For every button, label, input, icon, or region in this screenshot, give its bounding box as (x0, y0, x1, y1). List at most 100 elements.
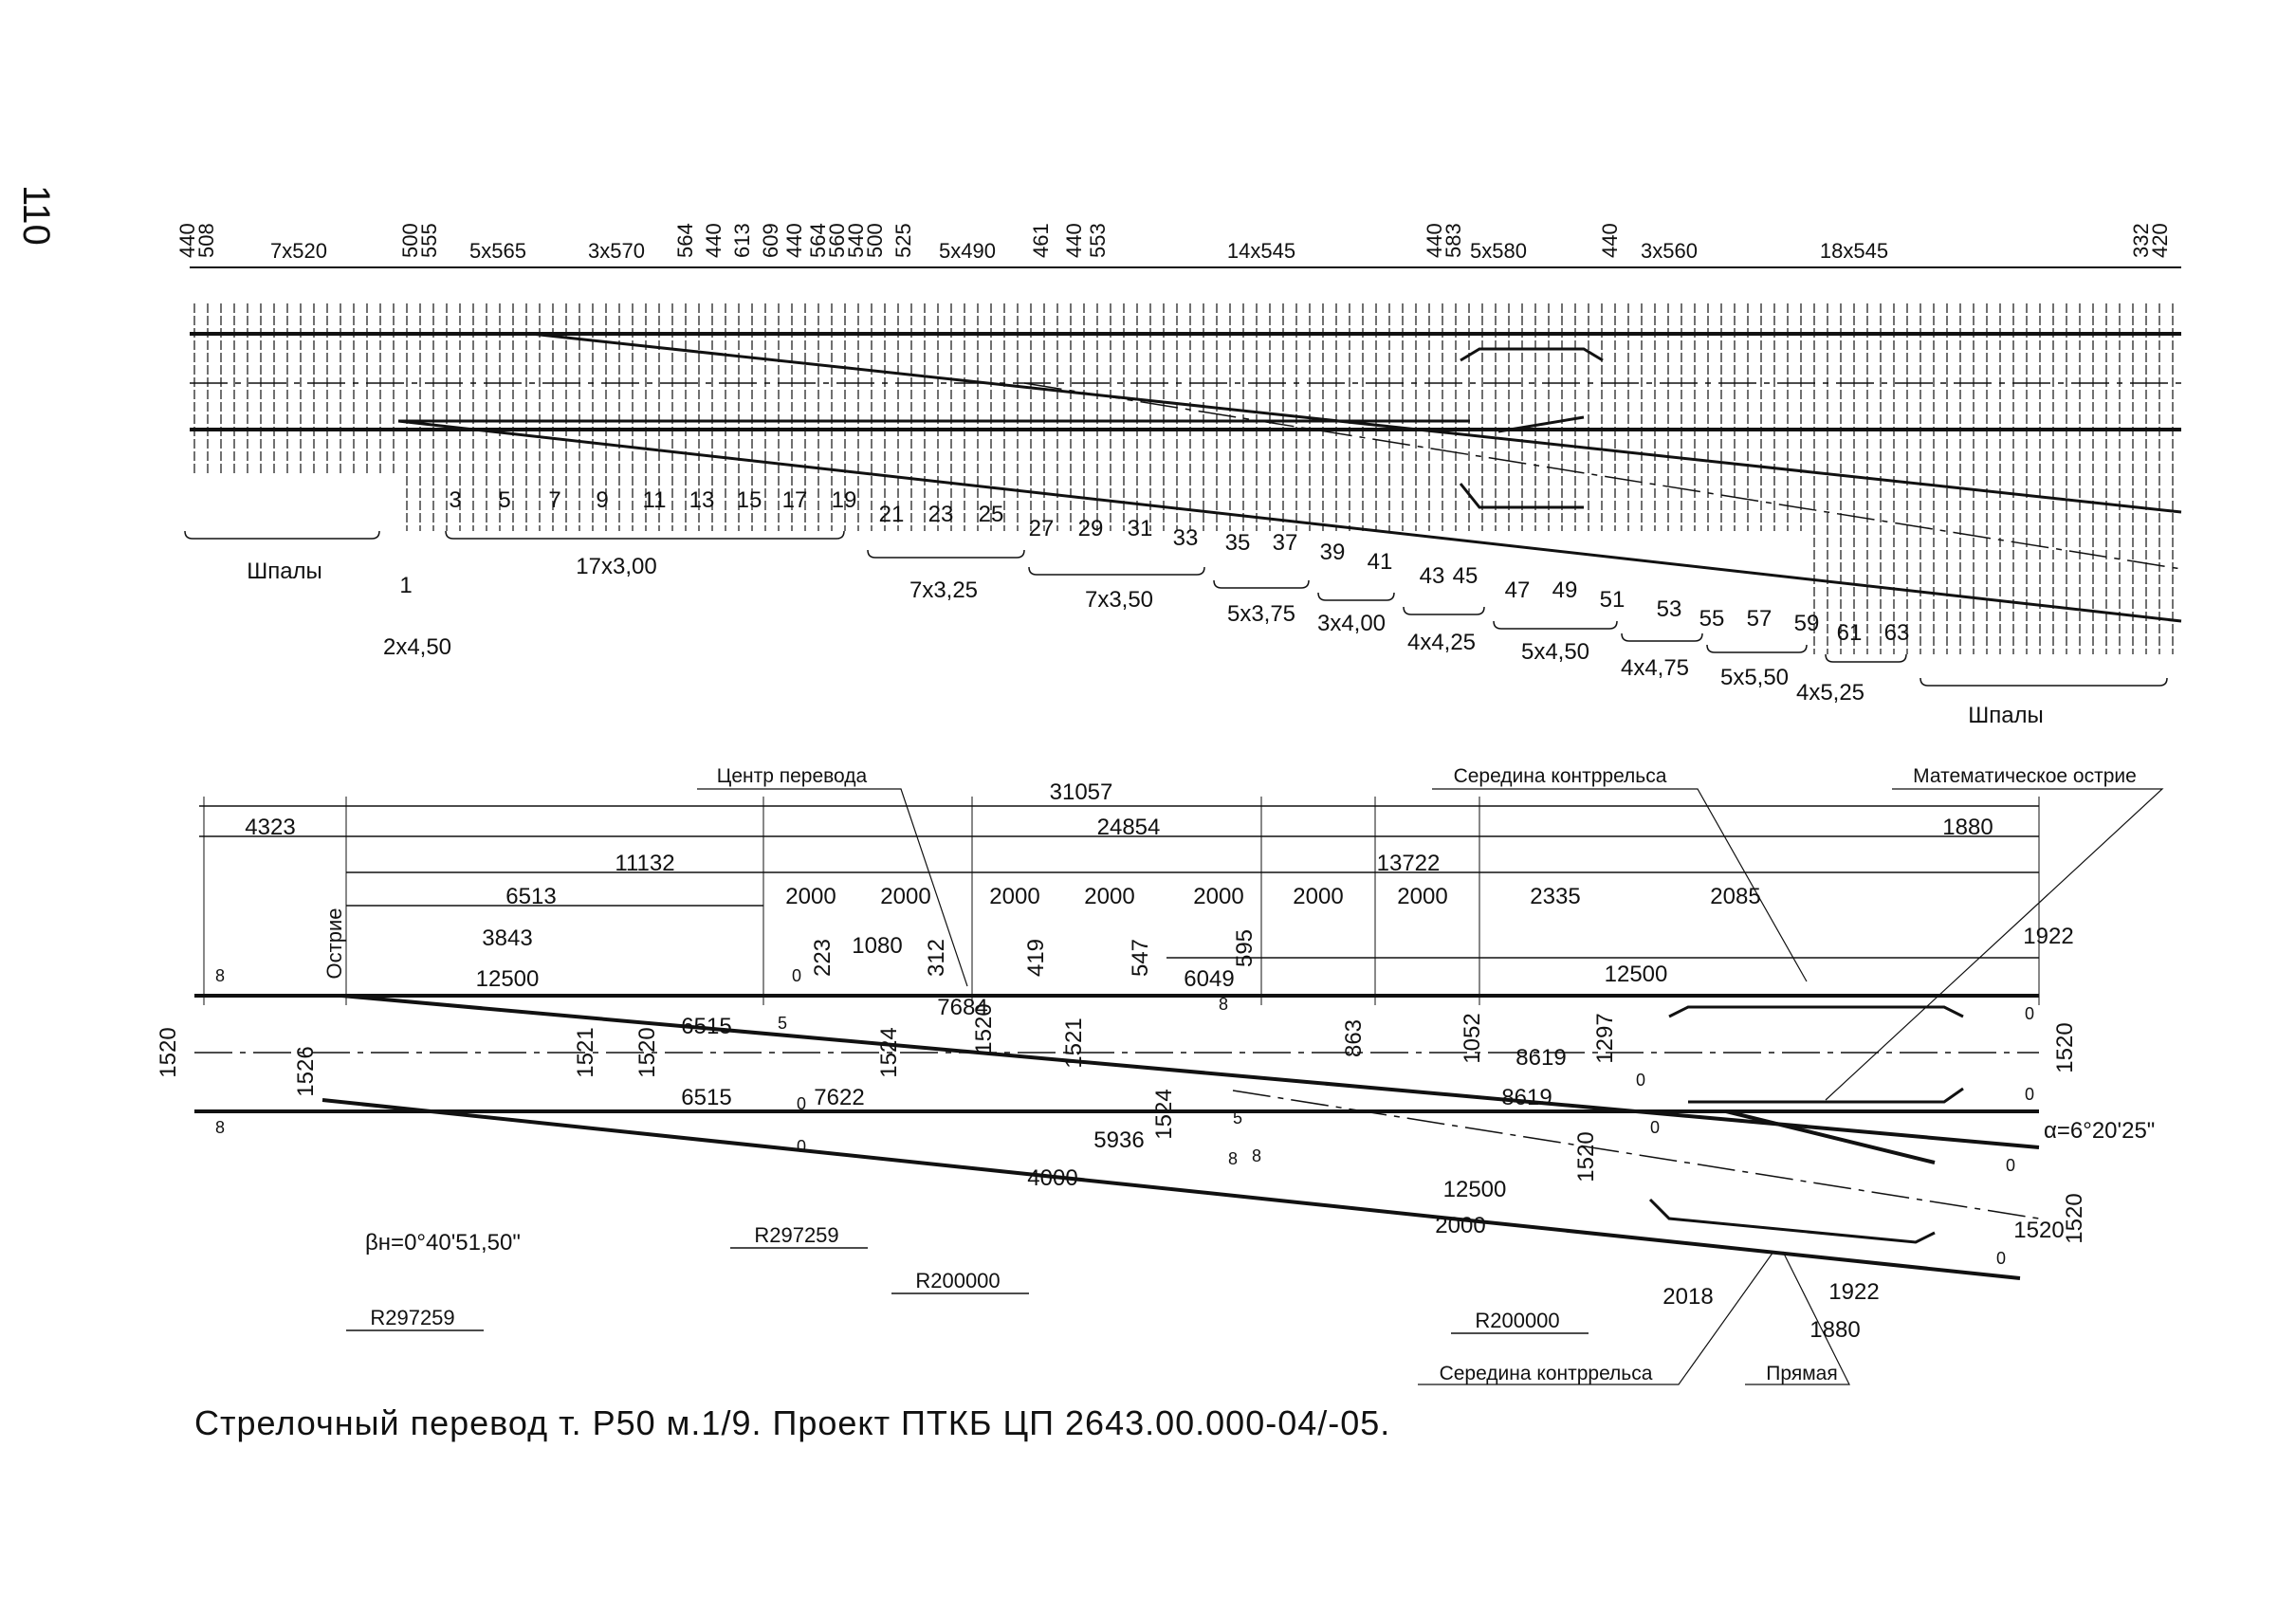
spacing-label: 461 (1029, 223, 1053, 258)
dimension-value: 12500 (476, 966, 540, 992)
dimension-value: 12500 (1443, 1177, 1507, 1202)
spacing-label: 440 (702, 223, 726, 258)
sleeper-number: 45 (1453, 563, 1479, 589)
spacing-label: 525 (891, 223, 915, 258)
joint-mark: 8 (215, 1118, 225, 1137)
dimension-value: 2000 (1084, 884, 1134, 909)
group-label: 17x3,00 (576, 554, 656, 579)
sleeper-number: 31 (1128, 516, 1153, 541)
sleeper-number: 7 (548, 487, 560, 513)
sleeper-number: 37 (1273, 530, 1298, 556)
spacing-label: 440 (1423, 223, 1446, 258)
dimension-value: 6513 (505, 884, 556, 909)
dimension-value: 4323 (245, 815, 295, 840)
callout-straight: Прямая (1766, 1363, 1837, 1384)
dimension-value: 2018 (1662, 1284, 1713, 1310)
dimension-value: 2000 (785, 884, 836, 909)
spacing-label: 5x565 (469, 239, 526, 263)
dimension-value: 312 (924, 939, 949, 977)
radius-label: R297259 (754, 1223, 838, 1247)
dimension-value: 1524 (1151, 1089, 1177, 1139)
sleeper-number: 53 (1657, 596, 1682, 622)
radius-label: R200000 (1475, 1309, 1559, 1332)
dimension-value: 3843 (482, 926, 532, 951)
dimension-value: 1880 (1942, 815, 1993, 840)
joint-mark: 8 (1219, 995, 1228, 1014)
dimension-value: 1052 (1460, 1013, 1485, 1063)
spacing-label: 609 (759, 223, 782, 258)
spacing-label: 553 (1086, 223, 1110, 258)
joint-mark: 0 (2025, 1085, 2034, 1104)
dimension-value: 1524 (876, 1027, 902, 1077)
spacing-label: 560 (825, 223, 849, 258)
spacing-label: 332 (2129, 223, 2153, 258)
sleeper-number: 19 (832, 487, 857, 513)
dimension-value: 1297 (1592, 1013, 1618, 1063)
spacing-label: 3x560 (1641, 239, 1698, 263)
dimension-value: 1520 (1573, 1131, 1599, 1182)
spacing-label: 440 (1598, 223, 1622, 258)
dimension-value: 419 (1023, 939, 1049, 977)
sleeper-number: 47 (1505, 577, 1531, 603)
dimension-value: 1880 (1809, 1317, 1860, 1343)
sleeper-number: 35 (1225, 530, 1251, 556)
spacing-label: 500 (863, 223, 887, 258)
drawing-caption: Стрелочный перевод т. Р50 м.1/9. Проект … (194, 1403, 1391, 1442)
spacing-label: 3x570 (588, 239, 645, 263)
joint-mark: 5 (1233, 1109, 1242, 1127)
group-label: 3x4,00 (1317, 611, 1386, 636)
spacing-label: 440 (175, 223, 199, 258)
dimension-value: 1520 (2062, 1193, 2087, 1243)
sleeper-number: 15 (737, 487, 762, 513)
joint-mark: 0 (1996, 1249, 2006, 1268)
group-label: Шпалы (247, 559, 322, 584)
radius-label: R200000 (915, 1269, 1000, 1292)
spacing-label: 14x545 (1227, 239, 1295, 263)
dimension-value: 1520 (2052, 1022, 2078, 1072)
dimension-value: 2000 (1397, 884, 1447, 909)
joint-mark: 0 (1636, 1071, 1645, 1090)
joint-mark: 0 (2025, 1004, 2034, 1023)
sleeper-number: 9 (596, 487, 608, 513)
callout-guard-mid: Середина контррельса (1454, 765, 1667, 787)
angle-alpha: α=6°20'25" (2044, 1118, 2155, 1144)
sleeper-number: 1 (399, 573, 412, 598)
dimension-value: 5936 (1093, 1127, 1144, 1153)
joint-mark: 0 (792, 966, 801, 985)
spacing-label: 5x580 (1470, 239, 1527, 263)
radius-label: R297259 (370, 1306, 454, 1329)
group-label: 4x4,25 (1407, 630, 1476, 655)
dimension-value: 6049 (1184, 966, 1234, 992)
dimension-value: 2000 (880, 884, 930, 909)
spacing-label: 564 (673, 223, 697, 258)
dimension-value: 1520 (2013, 1218, 2064, 1243)
dimension-value: 1520 (156, 1027, 181, 1077)
spacing-label: 500 (398, 223, 422, 258)
dimension-value: 4000 (1027, 1165, 1077, 1191)
dimension-value: 547 (1128, 939, 1153, 977)
spacing-label: 440 (1062, 223, 1086, 258)
sleeper-number: 27 (1029, 516, 1055, 541)
sleeper-number: 41 (1368, 549, 1393, 575)
spacing-label: 564 (806, 223, 830, 258)
group-braces (184, 530, 2168, 687)
callout-math-point: Математическое острие (1913, 765, 2137, 787)
dimension-value: 223 (810, 939, 836, 977)
sleeper-number: 5 (498, 487, 510, 513)
dimension-value: 2000 (1193, 884, 1243, 909)
sleeper-number: 29 (1078, 516, 1104, 541)
dimension-value: 11132 (615, 851, 674, 876)
joint-mark: 8 (1252, 1146, 1261, 1165)
group-label: Шпалы (1968, 703, 2044, 728)
dimension-value: 13722 (1377, 851, 1441, 876)
sleeper-number: 39 (1320, 540, 1346, 565)
dimension-value: 8619 (1515, 1045, 1566, 1071)
point-label: Острие (322, 908, 346, 980)
group-label: 4x4,75 (1621, 655, 1689, 681)
spacing-label: 508 (194, 223, 218, 258)
group-label: 5x4,50 (1521, 639, 1589, 665)
group-label: 7x3,50 (1085, 587, 1153, 613)
